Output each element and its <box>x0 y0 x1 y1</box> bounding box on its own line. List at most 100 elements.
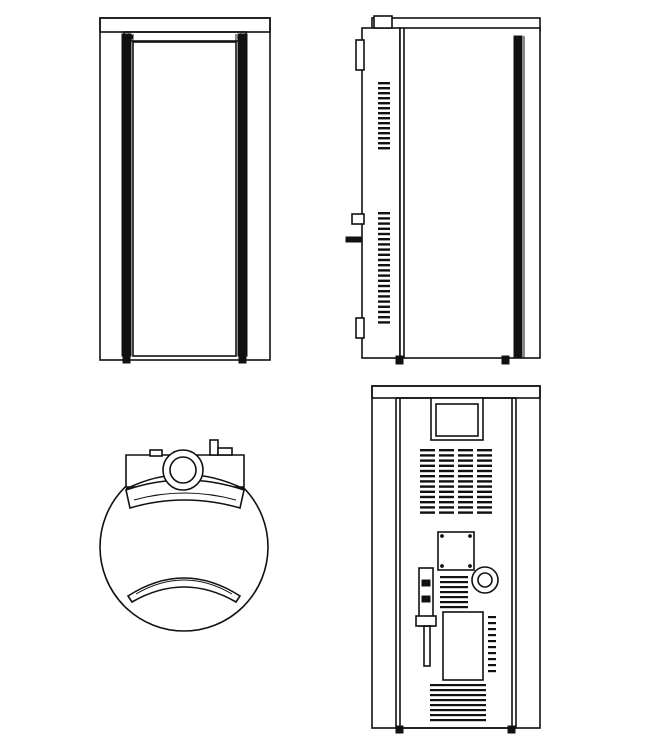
grille-slot <box>458 459 473 462</box>
rear-flue-inner <box>435 403 479 437</box>
vent-slot <box>430 694 486 697</box>
side-rear-tab <box>355 39 365 71</box>
rear-flue-box <box>430 397 484 441</box>
vent-slot <box>440 586 468 589</box>
vent-slot <box>378 132 390 135</box>
vent-slot <box>378 243 390 246</box>
grille-slot <box>420 459 435 462</box>
vent-slot <box>378 316 390 319</box>
grille-slot <box>458 506 473 509</box>
grille-slot <box>420 454 435 457</box>
grille-slot <box>477 485 492 488</box>
vent-slot <box>440 576 468 579</box>
vent-slot <box>440 591 468 594</box>
vent-slot <box>378 258 390 262</box>
rear-socket <box>415 615 437 627</box>
top-fitting-right <box>209 439 219 456</box>
rear-right-foot <box>507 725 516 734</box>
vent-slot <box>488 646 496 649</box>
grille-slot <box>477 464 492 467</box>
vent-slot <box>378 238 390 241</box>
grille-slot <box>477 501 492 504</box>
vent-slot <box>378 92 390 95</box>
grille-slot <box>477 511 492 514</box>
top-lower-grill <box>126 577 242 604</box>
grille-slot <box>439 511 454 514</box>
vent-slot <box>378 274 390 277</box>
grille-slot <box>420 480 435 483</box>
side-front-foot <box>501 355 510 365</box>
grille-slot <box>420 501 435 504</box>
vent-slot <box>488 640 496 643</box>
rear-air-intake-inner <box>477 572 493 588</box>
rear-plate-bolt-1 <box>440 534 444 538</box>
side-rear-panel <box>361 27 401 359</box>
grille-slot <box>439 475 454 478</box>
grille-slot <box>458 475 473 478</box>
side-top-fitting <box>373 15 393 29</box>
grille-slot <box>439 464 454 467</box>
side-rear-lower-tab <box>355 317 365 339</box>
grille-slot <box>477 454 492 457</box>
front-view <box>99 17 271 364</box>
vent-slot <box>430 689 486 692</box>
grille-slot <box>458 485 473 488</box>
vent-slot <box>440 606 468 609</box>
vent-slot <box>378 137 390 140</box>
grille-slot <box>439 469 454 473</box>
vent-slot <box>378 122 390 125</box>
vent-slot <box>378 102 390 105</box>
vent-slot <box>430 704 486 707</box>
grille-slot <box>420 495 435 499</box>
grille-slot <box>477 449 492 452</box>
grille-slot <box>458 490 473 493</box>
grille-slot <box>420 449 435 452</box>
top-flue-inner <box>169 456 197 484</box>
vent-slot <box>378 147 390 150</box>
grille-slot <box>477 475 492 478</box>
top-fitting-left <box>149 449 163 457</box>
vent-slot <box>488 652 496 655</box>
vent-slot <box>430 714 486 717</box>
vent-slot <box>378 248 390 251</box>
grille-slot <box>477 495 492 499</box>
vent-slot <box>378 217 390 220</box>
rear-lower-hatch <box>442 611 484 681</box>
rear-left-foot <box>395 725 404 734</box>
vent-slot <box>440 601 468 604</box>
side-rear-pipe <box>345 236 363 243</box>
front-right-foot <box>238 353 247 364</box>
grille-slot <box>420 485 435 488</box>
vent-slot <box>430 719 486 722</box>
rear-switch-1 <box>421 579 431 587</box>
vent-slot <box>488 622 496 625</box>
front-door-panel <box>132 41 237 357</box>
vent-slot <box>488 670 496 673</box>
vent-slot <box>378 321 390 324</box>
vent-slot <box>378 142 390 145</box>
side-door-edge <box>513 35 523 359</box>
vent-slot <box>378 279 390 282</box>
grille-slot <box>420 469 435 473</box>
grille-slot <box>458 449 473 452</box>
vent-slot <box>378 253 390 256</box>
grille-slot <box>458 469 473 473</box>
grille-slot <box>477 459 492 462</box>
vent-slot <box>430 699 486 702</box>
vent-slot <box>378 87 390 90</box>
grille-slot <box>458 464 473 467</box>
grille-slot <box>439 485 454 488</box>
front-left-foot <box>122 353 131 364</box>
front-top-right-bolt <box>237 33 245 41</box>
front-right-frame <box>237 33 248 357</box>
side-view <box>345 15 541 365</box>
vent-slot <box>488 658 496 661</box>
grille-slot <box>439 459 454 462</box>
vent-slot <box>378 127 390 130</box>
vent-slot <box>378 295 390 298</box>
side-upper-vents <box>378 82 390 150</box>
grille-slot <box>458 501 473 504</box>
side-lower-vents <box>378 212 390 324</box>
